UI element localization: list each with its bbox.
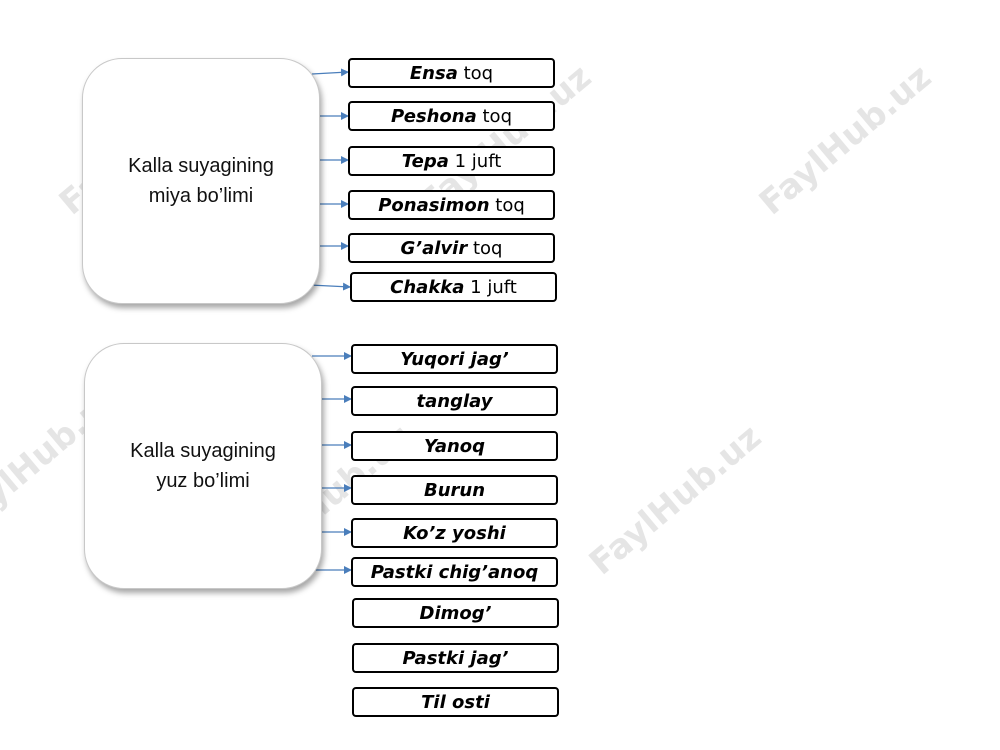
bone-item-ensa: Ensa toq — [348, 58, 555, 88]
connector-arrow — [311, 68, 349, 77]
watermark: FaylHub.uz — [581, 416, 770, 584]
group-label: Kalla suyagining miya bo’limi — [128, 155, 274, 207]
bone-item-chakka: Chakka 1 juft — [350, 272, 557, 302]
bone-item-til-osti: Til osti — [352, 687, 559, 717]
watermark: FaylHub.uz — [751, 56, 940, 224]
group-label: Kalla suyagining yuz bo’limi — [130, 440, 276, 492]
bone-item-yanoq: Yanoq — [351, 431, 558, 461]
bone-item-galvir: G’alvir toq — [348, 233, 555, 263]
bone-item-yuqori-jag: Yuqori jag’ — [351, 344, 558, 374]
connector-arrow — [309, 282, 351, 291]
bone-item-dimog: Dimog’ — [352, 598, 559, 628]
bone-item-ponasimon: Ponasimon toq — [348, 190, 555, 220]
bone-item-tanglay: tanglay — [351, 386, 558, 416]
bone-item-pastki-jag: Pastki jag’ — [352, 643, 559, 673]
skull-cranium-box: Kalla suyagining miya bo’limi — [82, 58, 320, 304]
bone-item-burun: Burun — [351, 475, 558, 505]
bone-item-peshona: Peshona toq — [348, 101, 555, 131]
bone-item-koz-yoshi: Ko’z yoshi — [351, 518, 558, 548]
skull-face-box: Kalla suyagining yuz bo’limi — [84, 343, 322, 589]
bone-item-tepa: Tepa 1 juft — [348, 146, 555, 176]
bone-item-pastki-chiganoq: Pastki chig’anoq — [351, 557, 558, 587]
